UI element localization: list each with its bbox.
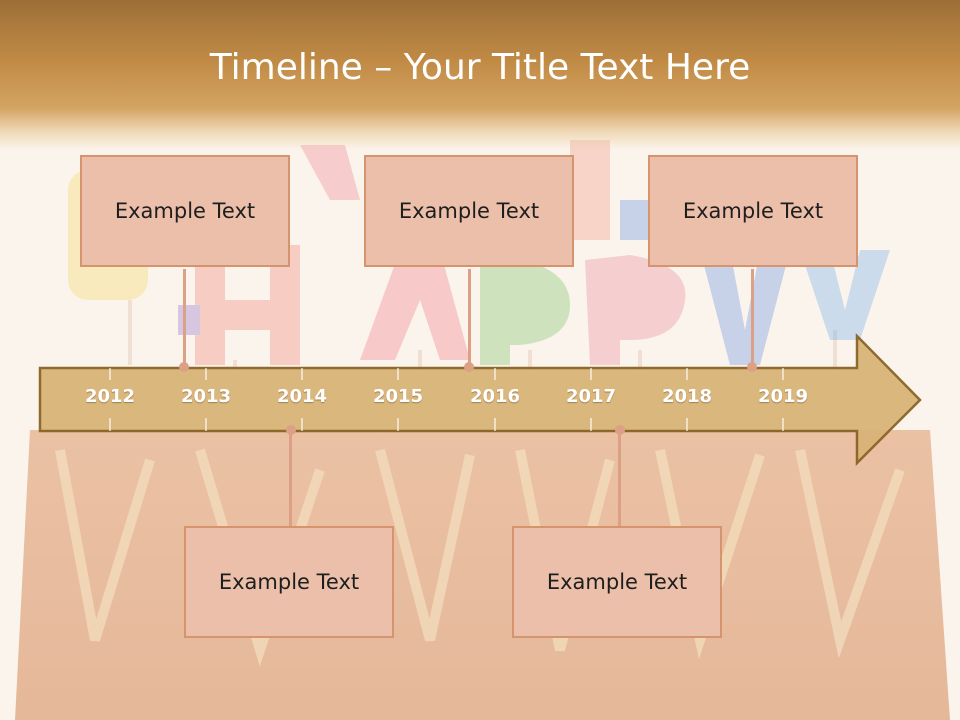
event-box[interactable]: Example Text: [364, 155, 574, 267]
connector-line: [618, 431, 621, 526]
connector-dot: [179, 362, 189, 372]
event-text: Example Text: [218, 570, 360, 594]
event-box[interactable]: Example Text: [184, 526, 394, 638]
year-label-2017: 2017: [565, 386, 617, 407]
event-text: Example Text: [682, 199, 824, 223]
year-label-2019: 2019: [757, 386, 809, 407]
year-label-2015: 2015: [372, 386, 424, 407]
connector-dot: [747, 362, 757, 372]
event-text: Example Text: [114, 199, 256, 223]
connector-line: [183, 269, 186, 367]
title-bar: [0, 0, 960, 150]
connector-line: [468, 269, 471, 367]
year-label-2016: 2016: [469, 386, 521, 407]
connector-dot: [615, 425, 625, 435]
year-label-2018: 2018: [661, 386, 713, 407]
year-label-2014: 2014: [276, 386, 328, 407]
event-text: Example Text: [398, 199, 540, 223]
connector-dot: [286, 425, 296, 435]
connector-line: [289, 431, 292, 526]
year-label-2013: 2013: [180, 386, 232, 407]
event-text: Example Text: [546, 570, 688, 594]
connector-line: [751, 269, 754, 367]
connector-dot: [464, 362, 474, 372]
event-box[interactable]: Example Text: [512, 526, 722, 638]
event-box[interactable]: Example Text: [648, 155, 858, 267]
event-box[interactable]: Example Text: [80, 155, 290, 267]
slide-title: Timeline – Your Title Text Here: [209, 47, 751, 88]
year-label-2012: 2012: [84, 386, 136, 407]
